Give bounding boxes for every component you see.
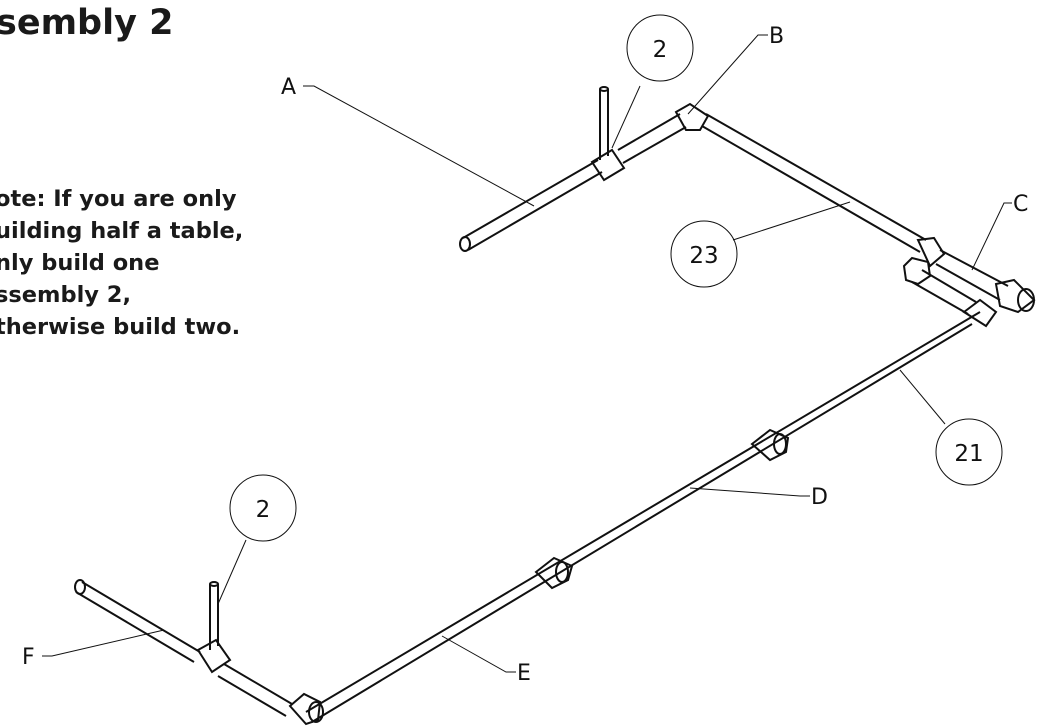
pipe-f [75, 581, 201, 663]
balloon-pipe-23 [670, 220, 738, 288]
leader-d [689, 487, 810, 497]
pipe-f-to-elbow [217, 663, 293, 717]
pipe-a [462, 159, 603, 251]
leader-b [687, 34, 768, 115]
pipe-23 [701, 113, 927, 253]
pipe-21 [305, 311, 981, 723]
bottom-upright-cap [209, 581, 219, 587]
note-line: ote: If you are only [0, 186, 237, 212]
pipe-a-end [459, 236, 471, 252]
leader-a [303, 85, 535, 207]
corner-elbow-c-opening [1017, 288, 1035, 312]
corner-tee-lower [962, 298, 998, 328]
bottom-upright [209, 584, 219, 650]
tee-d-opening [773, 433, 787, 455]
balloon-bottom-upright-text: 2 [256, 497, 271, 523]
tee-d [750, 428, 790, 462]
balloon-pipe-21 [935, 418, 1003, 486]
label-d: D [811, 485, 828, 510]
bottom-elbow [288, 692, 322, 726]
tee-e-opening [555, 561, 569, 583]
part-labels: A B C D E F [22, 24, 1028, 686]
pipe-c [935, 249, 1009, 301]
note-line: therwise build two. [0, 314, 241, 340]
bottom-elbow-opening [308, 701, 324, 723]
label-e: E [517, 661, 531, 686]
leader-e [441, 635, 516, 673]
top-upright-cap [599, 86, 609, 92]
balloon-pipe-23-text: 23 [689, 243, 718, 269]
tee-e [534, 556, 574, 590]
note-line: uilding half a table, [0, 218, 244, 244]
leader-c [971, 202, 1012, 271]
pipe-frame [74, 86, 1036, 726]
balloon-pipe-21-text: 21 [954, 441, 983, 467]
elbow-b [674, 102, 710, 131]
note-line: nly build one [0, 250, 160, 276]
label-a: A [281, 75, 296, 100]
leader-balloon-2-top [611, 85, 641, 149]
note-line: ssembly 2, [0, 282, 132, 308]
leader-lines [42, 34, 1012, 673]
top-tee [590, 148, 626, 182]
bottom-tee [196, 638, 232, 674]
balloon-bottom-upright [229, 474, 297, 542]
pipe-f-end [74, 579, 86, 595]
balloons: 2 23 21 2 [229, 14, 1003, 542]
leader-balloon-2-bottom [217, 539, 247, 605]
assembly-note: ote: If you are only uilding half a tabl… [0, 183, 243, 343]
corner-elbow-c [994, 278, 1036, 314]
label-c: C [1013, 192, 1028, 217]
balloon-top-upright-text: 2 [653, 37, 668, 63]
pipe-a-b [617, 113, 687, 164]
label-b: B [769, 24, 784, 49]
leader-balloon-21 [899, 369, 946, 425]
top-upright [599, 89, 609, 160]
corner-short-pipe [911, 269, 977, 315]
leader-balloon-23 [732, 201, 851, 241]
assembly-title: sembly 2 [0, 3, 174, 43]
leader-f [42, 629, 165, 657]
balloon-top-upright [626, 14, 694, 82]
corner-tee-c [916, 236, 946, 268]
label-f: F [22, 645, 35, 670]
corner-short-leg [902, 256, 932, 286]
